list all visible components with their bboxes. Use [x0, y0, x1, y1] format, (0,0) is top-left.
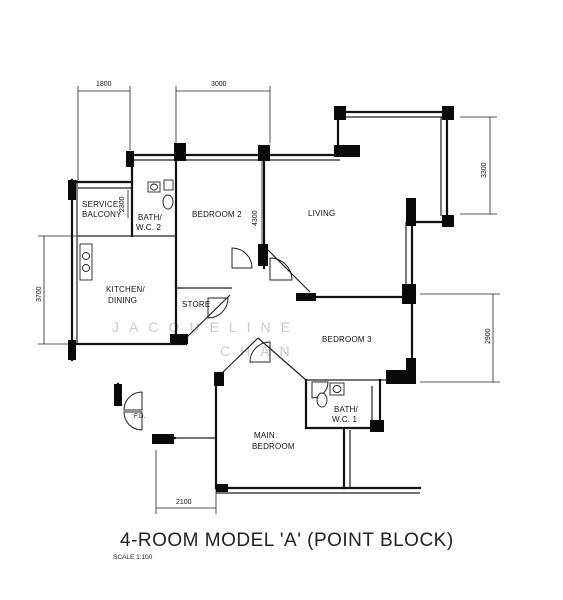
watermark-line2: CHAN — [220, 343, 300, 359]
label-bedroom2: BEDROOM 2 — [192, 210, 242, 219]
dim-3700: 3700 — [36, 286, 43, 302]
door-swings — [123, 247, 329, 431]
plan-title: 4-ROOM MODEL 'A' (POINT BLOCK) — [120, 530, 454, 551]
dim-3300: 3300 — [481, 162, 488, 178]
columns — [68, 106, 454, 492]
dim-2300: 2300 — [119, 196, 126, 212]
label-main-bedroom-1: MAIN — [254, 431, 275, 440]
label-bedroom3: BEDROOM 3 — [322, 335, 372, 344]
label-living: LIVING — [308, 209, 335, 218]
label-service-balcony-2: BALCONY — [82, 210, 122, 219]
label-kitchen-2: DINING — [108, 296, 137, 305]
watermark-line1: JACQUELINE — [112, 319, 300, 335]
scale-label: SCALE 1:100 — [113, 554, 153, 561]
label-kitchen-1: KITCHEN/ — [106, 285, 146, 294]
fixtures — [79, 179, 345, 408]
dim-2100: 2100 — [176, 499, 192, 506]
dim-4300: 4300 — [252, 210, 259, 226]
room-labels: SERVICE BALCONY BATH/ W.C. 2 BEDROOM 2 L… — [82, 200, 372, 451]
label-bath-wc2-1: BATH/ — [138, 213, 163, 222]
dim-2900: 2900 — [485, 328, 492, 344]
label-store: STORE — [182, 300, 210, 309]
label-bath-wc2-2: W.C. 2 — [136, 223, 162, 232]
dim-1800: 1800 — [96, 81, 112, 88]
dim-3000: 3000 — [211, 81, 227, 88]
label-main-bedroom-2: BEDROOM — [252, 442, 295, 451]
dimension-labels: 1800 3000 3300 4300 2300 3700 2900 2100 — [36, 81, 492, 506]
label-bath-wc1-2: W.C. 1 — [332, 415, 358, 424]
label-service-balcony-1: SERVICE — [82, 200, 118, 209]
label-bath-wc1-1: BATH/ — [334, 405, 359, 414]
label-fire-door: F.D. — [134, 414, 146, 420]
